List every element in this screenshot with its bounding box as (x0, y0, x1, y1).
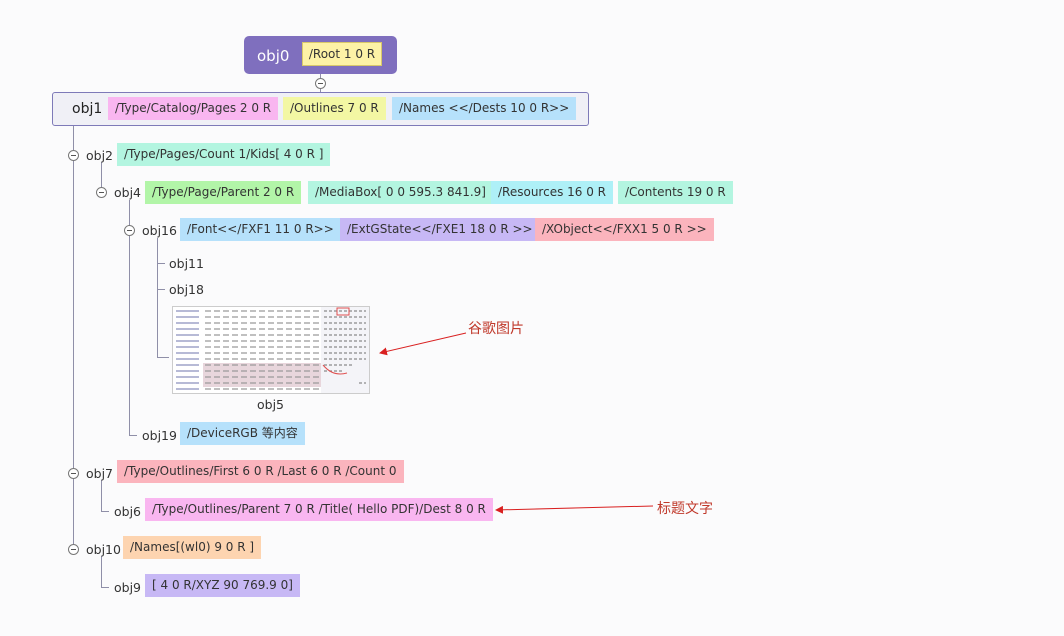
obj6-tag: /Type/Outlines/Parent 7 0 R /Title( Hell… (145, 498, 493, 521)
connector (157, 289, 165, 290)
obj16-label: obj16 (142, 223, 177, 238)
connector (157, 263, 165, 264)
connector (101, 480, 102, 512)
title-note-arrow (495, 505, 654, 514)
obj19-label: obj19 (142, 428, 177, 443)
title-note-label: 标题文字 (657, 501, 713, 517)
obj7-label: obj7 (86, 466, 114, 481)
obj4-tag-mediabox: /MediaBox[ 0 0 595.3 841.9] (308, 181, 493, 204)
obj10-tag: /Names[(wl0) 9 0 R ] (123, 536, 262, 559)
root-tag: /Root 1 0 R (302, 42, 382, 66)
obj4-tag-type: /Type/Page/Parent 2 0 R (145, 181, 302, 204)
obj6-label: obj6 (114, 504, 142, 519)
obj16-tag-extgstate: /ExtGState<</FXE1 18 0 R >> (340, 218, 540, 241)
image-note-arrow (379, 332, 467, 356)
connector (129, 435, 137, 436)
obj4-tag-resources: /Resources 16 0 R (491, 181, 614, 204)
connector (101, 162, 102, 192)
obj16-tag-xobject: /XObject<</FXX1 5 0 R >> (535, 218, 714, 241)
connector (101, 511, 109, 512)
obj5-image-thumbnail[interactable] (172, 306, 370, 394)
connector (101, 556, 102, 588)
hex-dump-picture (173, 307, 369, 393)
obj1-tag-names: /Names <</Dests 10 0 R>> (392, 97, 577, 120)
collapse-icon[interactable] (124, 225, 135, 236)
obj1-label: obj1 (72, 101, 103, 117)
obj18-label: obj18 (169, 282, 204, 297)
collapse-icon[interactable] (68, 544, 79, 555)
collapse-icon[interactable] (96, 187, 107, 198)
obj1-tag-outlines: /Outlines 7 0 R (283, 97, 386, 120)
connector (157, 238, 158, 358)
image-note-label: 谷歌图片 (468, 321, 524, 337)
connector (73, 126, 74, 549)
obj5-label: obj5 (257, 397, 285, 412)
obj9-label: obj9 (114, 580, 142, 595)
obj19-tag: /DeviceRGB 等内容 (180, 422, 305, 445)
connector (101, 587, 109, 588)
obj7-tag: /Type/Outlines/First 6 0 R /Last 6 0 R /… (117, 460, 404, 483)
obj9-tag: [ 4 0 R/XYZ 90 769.9 0] (145, 574, 300, 597)
obj16-tag-font: /Font<</FXF1 11 0 R>> (180, 218, 341, 241)
obj11-label: obj11 (169, 256, 204, 271)
collapse-icon[interactable] (315, 78, 326, 89)
connector (129, 200, 130, 436)
obj1-tag-catalog: /Type/Catalog/Pages 2 0 R (108, 97, 279, 120)
collapse-icon[interactable] (68, 468, 79, 479)
root-label: obj0 (257, 47, 290, 65)
connector (157, 357, 169, 358)
obj2-label: obj2 (86, 148, 114, 163)
obj4-label: obj4 (114, 185, 142, 200)
obj4-tag-contents: /Contents 19 0 R (618, 181, 733, 204)
obj2-tag: /Type/Pages/Count 1/Kids[ 4 0 R ] (117, 143, 331, 166)
obj10-label: obj10 (86, 542, 121, 557)
collapse-icon[interactable] (68, 150, 79, 161)
